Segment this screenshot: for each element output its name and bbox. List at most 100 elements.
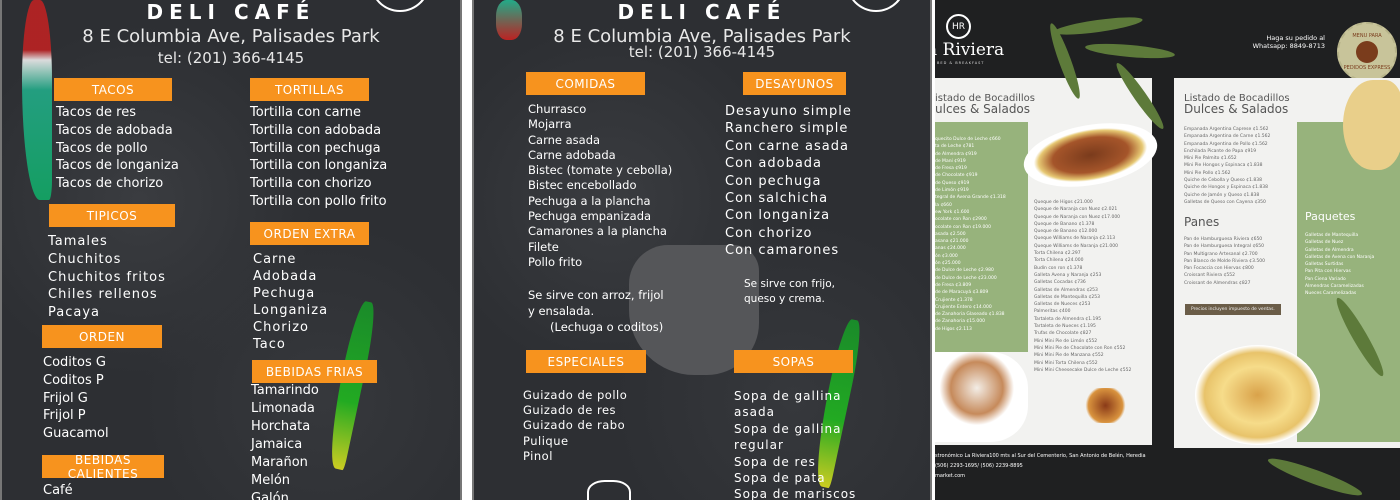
menu-item: Empanada Argentina de Pollo ¢1.562 [1184, 141, 1268, 147]
menu-item: Desayuno simple [725, 104, 852, 119]
menu-item: Con adobada [725, 156, 823, 172]
menu-item: Empanada Argentina de Carne ¢1.562 [1184, 134, 1271, 140]
menu-item: Croissant de Almendras ¢827 [1184, 280, 1251, 286]
menu-item: Pacaya [48, 305, 100, 321]
menu-item: de Zanahoria ¢15.000 [935, 319, 986, 325]
menu-item: Pan de Hamburguesa Integral ¢650 [1184, 244, 1264, 250]
menu-item: Tortilla con longaniza [250, 158, 388, 174]
section-header-comidas: COMIDAS [526, 72, 645, 95]
menu-item: Queque de Naranja con Nuez ¢17.000 [1034, 214, 1121, 220]
note-line: Se sirve con frijo, [744, 278, 835, 290]
menu-item: Mojarra [528, 117, 572, 132]
menu-item: de Dulce de Leche ¢2.980 [935, 268, 994, 274]
menu-item: anas ¢24.000 [935, 246, 966, 252]
menu-item: Galleta Avena y Naranja ¢253 [1034, 272, 1102, 278]
menu-item: Mini Mini Pie de Chocolate con Ron ¢552 [1034, 345, 1126, 351]
footer-website[interactable]: market.com [935, 473, 966, 479]
menu-item: Bistec encebollado [528, 178, 637, 193]
menu-item: Guizado de res [523, 403, 617, 418]
menu-item: Palmeritas ¢400 [1034, 309, 1071, 315]
title-line: Dulces & Salados [1184, 102, 1289, 116]
menu-item: Tartaleta de Almendra ¢1.195 [1034, 316, 1102, 322]
menu-item: Tortilla con adobada [250, 122, 382, 138]
menu-item: Torta Chilena ¢24.000 [1034, 258, 1084, 264]
menu-item: de Almendra ¢919 [935, 151, 977, 157]
footer-info: stronómico La Riviera100 mts al Sur del … [935, 451, 1146, 481]
desayunos-note: Se sirve con frijo, queso y crema. [744, 277, 835, 307]
section-header-especiales: ESPECIALES [526, 350, 646, 373]
menu-item: de Queso ¢919 [935, 180, 970, 186]
delivery-icon [1356, 41, 1378, 63]
menu-item: Limonada [251, 401, 315, 416]
menu-item: Galletas de Almendras ¢253 [1034, 287, 1098, 293]
menu-item: Pan Blanco de Molde Riviera ¢3.500 [1184, 258, 1265, 264]
menu-item: Chorizo [253, 320, 310, 335]
menu-item: Pan de Hamburguesa Riviera ¢650 [1184, 237, 1263, 242]
left-green-column [935, 122, 1028, 352]
menu-item: Pan Ciena Variado [1305, 276, 1346, 282]
menu-item: Galletas de Nuez [1305, 240, 1344, 246]
menu-item: Coditos G [43, 355, 106, 370]
bebidas-calientes-list: Café [43, 482, 73, 500]
menu-item: Tamales [48, 234, 108, 249]
menu-item: Chuchitos [48, 251, 122, 267]
menu-item: Sopa de res [734, 454, 816, 469]
menu-item: Crujiente Entero ¢14.000 [935, 304, 992, 310]
menu-item: Chuchitos fritos [48, 269, 166, 285]
menu-item: Carne asada [528, 132, 601, 147]
menu-item: Tortilla con pechuga [250, 140, 381, 156]
menu-item: Longaniza [253, 303, 329, 318]
menu-item: Torta Chilena ¢2.297 [1034, 251, 1081, 257]
footer-phone: (506) 2293-1695/ (506) 2239-8895 [935, 463, 1023, 469]
section-header-sopas: SOPAS [734, 350, 853, 373]
phone: tel: (201) 366-4145 [628, 43, 776, 61]
menu-item: Con pechuga [725, 173, 822, 189]
menu-item: Café [43, 483, 73, 498]
menu-item: Guizado de rabo [523, 418, 626, 433]
menu-item: de Fresa ¢919 [935, 166, 967, 172]
brand-tagline: BED & BREAKFAST [937, 61, 985, 65]
menu-item: Queque de Banano ¢12.000 [1034, 229, 1098, 235]
menu-item: Pechuga empanizada [528, 209, 652, 224]
menu-item: Bistec (tomate y cebolla) [528, 163, 673, 178]
menu-item: Galón [251, 491, 289, 500]
menu-item: Almendras Caramelizadas [1305, 284, 1364, 290]
menu-item: Mini Mini Pie de Limón ¢552 [1034, 338, 1098, 344]
menu-item: Camarones a la plancha [528, 224, 667, 239]
quetzal-bird-image [22, 0, 52, 200]
section-header-tipicos: TIPICOS [49, 204, 175, 227]
menu-item: ón ¢25.000 [935, 261, 961, 267]
cooking-pot-icon [587, 480, 631, 500]
menu-item: Mini Pie Pollo ¢1.562 [1184, 170, 1231, 176]
menu-item: Pulique [523, 433, 569, 448]
menu-item: Con carne asada [725, 138, 849, 154]
title-line: Listado de Bocadillos [1184, 93, 1290, 104]
order-whatsapp: Whatsapp: 8849-8713 [1252, 42, 1325, 50]
section-header-desayunos: DESAYUNOS [743, 72, 846, 95]
cafe-title: DELI CAFÉ [146, 0, 316, 24]
brand-name: a Riviera [935, 40, 1005, 60]
menu-item: Galletas Cocadas ¢736 [1034, 280, 1086, 286]
menu-item: de Maní ¢919 [935, 158, 966, 164]
menu-item: de Dulce de Leche ¢23.000 [935, 275, 997, 281]
menu-item: Mini Mini Torta Chilena ¢552 [1034, 360, 1098, 366]
panes-title: Panes [1184, 215, 1220, 229]
menu-item: Ranchero simple [725, 121, 849, 137]
order-info: Haga su pedido al Whatsapp: 8849-8713 [1245, 34, 1325, 50]
menu-item: Chiles rellenos [48, 287, 158, 303]
menu-item: Tortilla con pollo frito [250, 193, 387, 209]
phone: tel: (201) 366-4145 [157, 49, 305, 67]
menu-item: Queque Williams de Naranja ¢21.000 [1034, 243, 1119, 249]
section-header-tortillas: TORTILLAS [250, 78, 369, 101]
section-header-bebidas-calientes: BEBIDAS CALIENTES [42, 453, 164, 481]
